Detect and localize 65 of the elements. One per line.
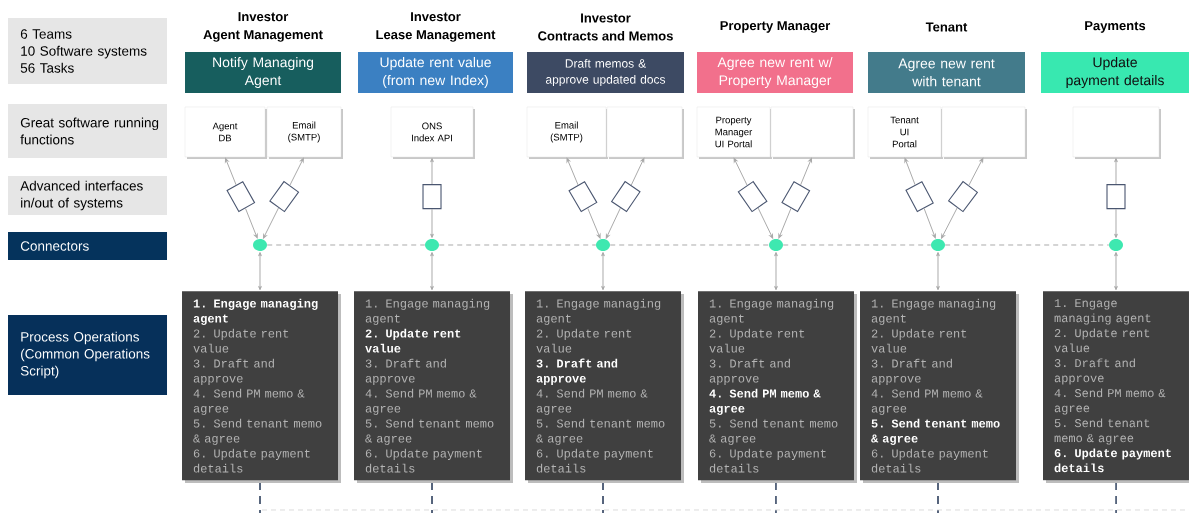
connector-arrow [430, 252, 434, 291]
connector-arrow [941, 207, 958, 239]
script-box: 1. Engage managing agent 2. Update rent value 3. Draft and approve 4. Send PM memo & agree 5. Send tenant memo & agree 6. Update payment details [182, 291, 341, 483]
team-heading: Payments [1085, 21, 1146, 33]
interface-box [269, 180, 300, 213]
script-box: 1. Engage managing agent 2. Update rent value 3. Draft and approve 4. Send PM memo & agree 5. Send tenant memo & agree 6. Update payment details [354, 291, 513, 483]
software-box: Property Manager UI Portal [696, 106, 772, 159]
team-heading: Tenant [925, 22, 968, 32]
connector-arrow [800, 157, 813, 186]
software-box [941, 106, 1027, 159]
software-box [606, 106, 684, 159]
row-label: 6 Teams 10 Software systems 56 Tasks [8, 18, 167, 84]
script-box: 1. Engage managing agent 2. Update rent value 3. Draft and approve 4. Send PM memo & agree 5. Send tenant memo & agree 6. Update payment details [1043, 291, 1189, 483]
connector-arrow [1114, 252, 1118, 291]
interface-box [610, 180, 641, 213]
row-label: Advanced interfaces in/out of systems [8, 176, 167, 215]
software-box: Agent DB [184, 106, 267, 159]
connector-arrow [733, 157, 748, 186]
connector-arrow [968, 157, 984, 186]
connector-arrow [601, 252, 605, 291]
interface-box [781, 180, 811, 213]
software-box: ONS Index API [390, 106, 475, 159]
connector-arrow [587, 207, 601, 239]
task-box: Agree new rent with tenant [868, 52, 1025, 93]
software-box: Email (SMTP) [526, 106, 608, 159]
team-heading: Investor Lease Management [376, 12, 496, 42]
connector-arrow [904, 157, 916, 186]
software-box: Email (SMTP) [266, 106, 343, 159]
connector-arrow [778, 207, 792, 239]
script-box: 1. Engage managing agent 2. Update rent value 3. Draft and approve 4. Send PM memo & agree 5. Send tenant memo & agree 6. Update payment details [860, 291, 1019, 483]
team-heading: Investor Agent Management [203, 12, 323, 42]
software-box [770, 106, 855, 159]
connector-arrow [224, 157, 237, 186]
interface-box [422, 184, 442, 210]
team-heading: Property Manager [720, 21, 831, 33]
team-heading: Investor Contracts and Memos [538, 13, 673, 41]
task-box: Notify Managing Agent [185, 52, 341, 93]
connector-arrow [630, 157, 645, 186]
task-box: Draft memos & approve updated docs [527, 52, 684, 93]
connector-arrow [430, 208, 434, 238]
connector-arrow [262, 207, 279, 239]
connector-arrow [605, 207, 621, 239]
connector-arrow [1114, 158, 1118, 185]
connector-arrow [566, 157, 579, 186]
interface-box [905, 181, 934, 213]
task-box: Update payment details [1041, 52, 1189, 93]
software-box: Tenant UI Portal [867, 106, 943, 159]
script-box: 1. Engage managing agent 2. Update rent value 3. Draft and approve 4. Send PM memo & agree 5. Send tenant memo & agree 6. Update payment details [525, 291, 684, 483]
connector-arrow [757, 207, 774, 239]
connector-arrow [774, 252, 778, 291]
row-label: Great software running functions [8, 104, 167, 158]
row-label: Connectors [8, 232, 167, 260]
connector-arrow [1114, 208, 1118, 238]
interface-box [1106, 184, 1126, 210]
software-box [1072, 106, 1161, 159]
row-label: Process Operations (Common Operations Script) [8, 315, 167, 395]
connector-arrow [936, 252, 940, 291]
connector-arrow [289, 157, 304, 186]
connector-arrow [430, 158, 434, 185]
connector-arrow [258, 252, 262, 291]
connector-arrow [923, 207, 936, 239]
script-box: 1. Engage managing agent 2. Update rent value 3. Draft and approve 4. Send PM memo & agree 5. Send tenant memo & agree 6. Update payment details [698, 291, 857, 483]
connector-arrow [245, 207, 258, 239]
task-box: Agree new rent w/ Property Manager [697, 52, 853, 93]
task-box: Update rent value (from new Index) [358, 52, 513, 93]
